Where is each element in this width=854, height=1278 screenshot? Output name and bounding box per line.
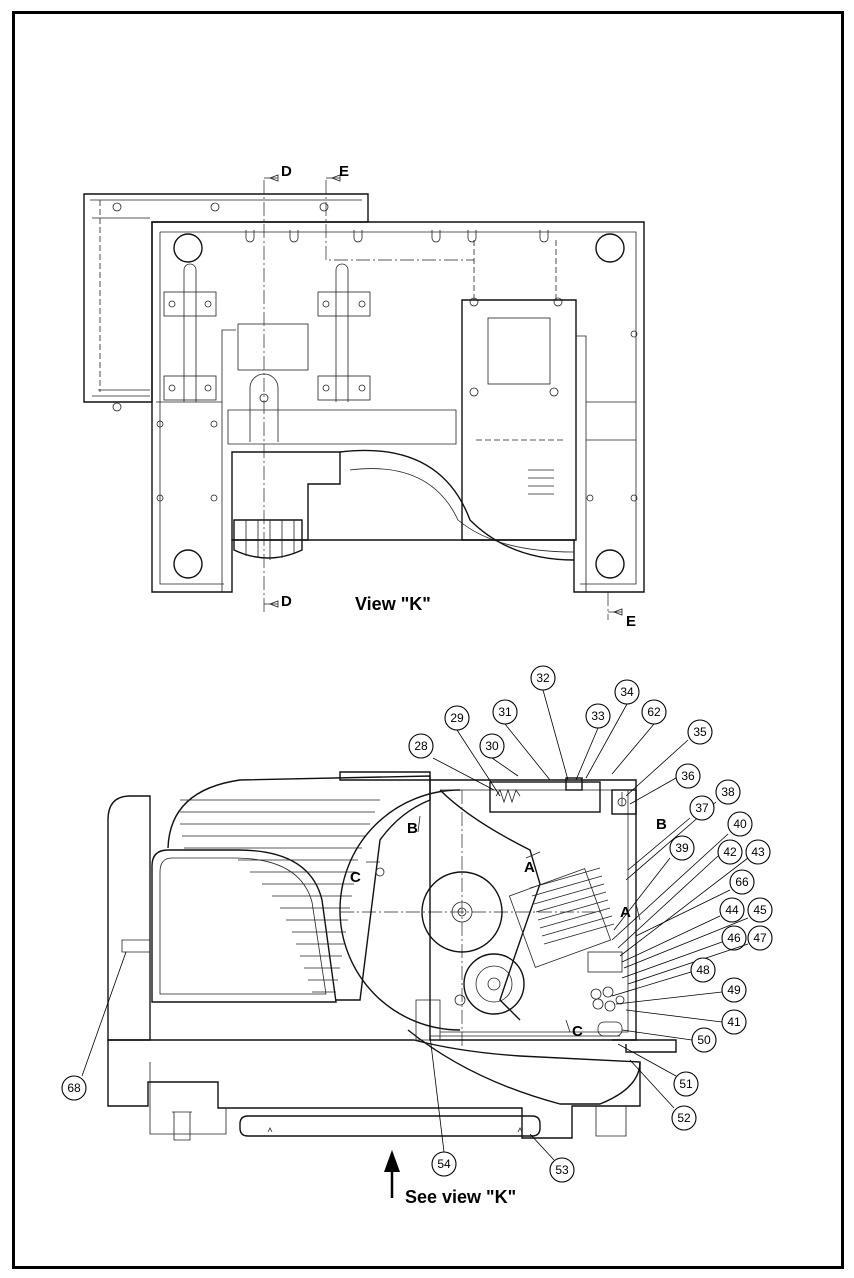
section-mark-e-bottom: E	[626, 613, 636, 630]
part-bubble: 48	[611, 957, 716, 997]
part-bubble: 41	[625, 1009, 747, 1035]
part-number: 38	[721, 785, 735, 799]
see-view-k-callout: See view "K"	[405, 1187, 516, 1207]
part-number: 66	[735, 875, 749, 889]
part-number: 40	[733, 817, 747, 831]
part-number: 51	[679, 1077, 693, 1091]
part-number: 34	[620, 685, 634, 699]
part-number: 37	[695, 801, 709, 815]
part-bubble: 50	[621, 1027, 717, 1053]
section-mark-c-left: C	[350, 869, 361, 886]
part-number: 29	[450, 711, 464, 725]
section-mark-e-top: E	[339, 163, 349, 180]
part-number: 47	[753, 931, 767, 945]
part-bubble: 47	[627, 925, 773, 985]
part-number: 28	[414, 739, 428, 753]
part-number: 62	[647, 705, 661, 719]
part-callouts: 32 29 31 33 34 62 28 30	[61, 665, 773, 1183]
part-bubble: 40	[611, 811, 753, 941]
part-number: 53	[555, 1163, 569, 1177]
part-number: 30	[485, 739, 499, 753]
part-number: 44	[725, 903, 739, 917]
section-mark-b-right: B	[656, 816, 667, 833]
part-bubble: 44	[621, 897, 745, 963]
part-bubble: 53	[529, 1133, 575, 1183]
section-mark-b-left: B	[407, 820, 418, 837]
part-number: 35	[693, 725, 707, 739]
part-bubble: 29	[444, 705, 501, 797]
part-bubble: 68	[61, 951, 127, 1101]
part-bubble: 30	[479, 733, 519, 777]
part-number: 41	[727, 1015, 741, 1029]
part-number: 43	[751, 845, 765, 859]
part-bubble: 66	[635, 869, 755, 937]
part-number: 31	[498, 705, 512, 719]
part-number: 33	[591, 709, 605, 723]
part-number: 36	[681, 769, 695, 783]
part-bubble: 38	[625, 779, 741, 881]
view-arrow-head	[384, 1150, 400, 1172]
part-number: 45	[753, 903, 767, 917]
part-number: 50	[697, 1033, 711, 1047]
part-number: 68	[67, 1081, 81, 1095]
top-view	[83, 174, 645, 620]
part-number: 52	[677, 1111, 691, 1125]
drawing-frame	[12, 11, 844, 1269]
section-mark-d-bottom: D	[281, 593, 292, 610]
part-number: 46	[727, 931, 741, 945]
part-number: 42	[723, 845, 737, 859]
part-number: 49	[727, 983, 741, 997]
part-bubble: 51	[617, 1043, 699, 1097]
part-bubble: 34	[585, 679, 640, 779]
side-view	[107, 771, 677, 1141]
section-mark-c-right: C	[572, 1023, 583, 1040]
part-bubble: 28	[408, 733, 495, 791]
view-k-caption: View "K"	[355, 594, 431, 614]
part-number: 54	[437, 1157, 451, 1171]
part-bubble: 49	[615, 977, 747, 1005]
part-bubble: 42	[617, 839, 743, 949]
section-mark-d-top: D	[281, 163, 292, 180]
part-bubble: 36	[629, 763, 701, 805]
part-number: 48	[696, 963, 710, 977]
part-bubble: 52	[629, 1059, 697, 1131]
part-bubble: 45	[623, 897, 773, 969]
part-bubble: 37	[627, 795, 715, 871]
part-bubble: 43	[619, 839, 771, 957]
section-mark-a-right: A	[620, 904, 631, 921]
part-bubble: 33	[575, 703, 611, 781]
part-bubble: 54	[429, 1035, 457, 1177]
part-number: 39	[675, 841, 689, 855]
part-bubble: 31	[492, 699, 551, 781]
part-bubble: 35	[625, 719, 713, 797]
part-bubble: 39	[613, 835, 695, 931]
section-mark-a-left: A	[524, 859, 535, 876]
part-bubble: 62	[611, 699, 667, 775]
part-bubble: 46	[621, 925, 747, 979]
part-number: 32	[536, 671, 550, 685]
part-bubble: 32	[530, 665, 569, 781]
